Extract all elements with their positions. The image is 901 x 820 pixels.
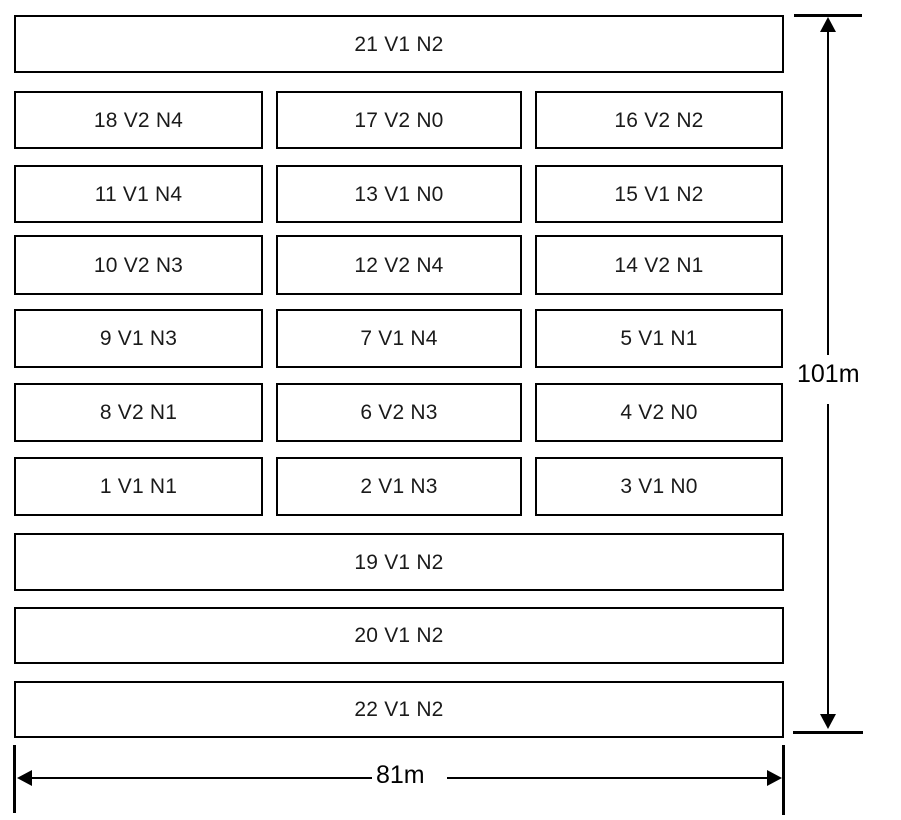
- block-20[interactable]: 20 V1 N2: [14, 607, 784, 664]
- block-9[interactable]: 9 V1 N3: [14, 309, 263, 368]
- block-1[interactable]: 1 V1 N1: [14, 457, 263, 516]
- block-label: 14 V2 N1: [614, 253, 704, 277]
- block-21[interactable]: 21 V1 N2: [14, 15, 784, 73]
- block-label: 2 V1 N3: [360, 475, 438, 498]
- block-22[interactable]: 22 V1 N2: [14, 681, 784, 738]
- block-10[interactable]: 10 V2 N3: [14, 235, 263, 295]
- vertical-dimension-label: 101m: [797, 360, 860, 388]
- block-label: 15 V1 N2: [614, 182, 704, 206]
- block-11[interactable]: 11 V1 N4: [14, 165, 263, 223]
- block-label: 7 V1 N4: [360, 327, 438, 350]
- horizontal-dim-arrow-right: [767, 770, 782, 786]
- block-label: 10 V2 N3: [93, 253, 184, 277]
- block-label: 12 V2 N4: [354, 253, 444, 277]
- block-12[interactable]: 12 V2 N4: [276, 235, 522, 295]
- block-4[interactable]: 4 V2 N0: [535, 383, 783, 442]
- block-18[interactable]: 18 V2 N4: [14, 91, 263, 149]
- vertical-dim-top-tick: [794, 14, 862, 17]
- block-19[interactable]: 19 V1 N2: [14, 533, 784, 591]
- block-label: 13 V1 N0: [354, 182, 444, 206]
- block-label: 3 V1 N0: [620, 475, 698, 498]
- horizontal-dim-right-tick: [782, 745, 785, 815]
- block-2[interactable]: 2 V1 N3: [276, 457, 522, 516]
- vertical-dim-bottom-tick: [793, 731, 863, 734]
- block-17[interactable]: 17 V2 N0: [276, 91, 522, 149]
- block-label: 5 V1 N1: [620, 327, 698, 350]
- block-label: 22 V1 N2: [354, 698, 444, 721]
- block-6[interactable]: 6 V2 N3: [276, 383, 522, 442]
- block-label: 17 V2 N0: [354, 108, 444, 132]
- block-label: 18 V2 N4: [93, 108, 184, 132]
- vertical-dim-line-upper: [827, 30, 829, 355]
- block-16[interactable]: 16 V2 N2: [535, 91, 783, 149]
- block-label: 8 V2 N1: [99, 401, 178, 424]
- block-label: 20 V1 N2: [354, 624, 444, 647]
- block-label: 21 V1 N2: [354, 32, 444, 56]
- block-label: 16 V2 N2: [614, 108, 704, 132]
- vertical-dim-line-lower: [827, 404, 829, 716]
- block-label: 6 V2 N3: [360, 401, 438, 424]
- block-14[interactable]: 14 V2 N1: [535, 235, 783, 295]
- block-label: 9 V1 N3: [99, 327, 178, 350]
- block-8[interactable]: 8 V2 N1: [14, 383, 263, 442]
- horizontal-dim-arrow-left: [17, 770, 32, 786]
- block-7[interactable]: 7 V1 N4: [276, 309, 522, 368]
- block-3[interactable]: 3 V1 N0: [535, 457, 783, 516]
- block-15[interactable]: 15 V1 N2: [535, 165, 783, 223]
- block-5[interactable]: 5 V1 N1: [535, 309, 783, 368]
- block-label: 19 V1 N2: [354, 550, 444, 574]
- vertical-dim-arrow-up: [820, 17, 836, 32]
- horizontal-dim-line-right: [447, 777, 767, 779]
- block-label: 4 V2 N0: [620, 401, 698, 424]
- horizontal-dim-left-tick: [13, 745, 16, 813]
- horizontal-dim-line-left: [31, 777, 372, 779]
- horizontal-dimension-label: 81m: [376, 761, 425, 789]
- block-13[interactable]: 13 V1 N0: [276, 165, 522, 223]
- block-label: 1 V1 N1: [99, 475, 178, 498]
- vertical-dim-arrow-down: [820, 714, 836, 729]
- block-label: 11 V1 N4: [94, 182, 183, 206]
